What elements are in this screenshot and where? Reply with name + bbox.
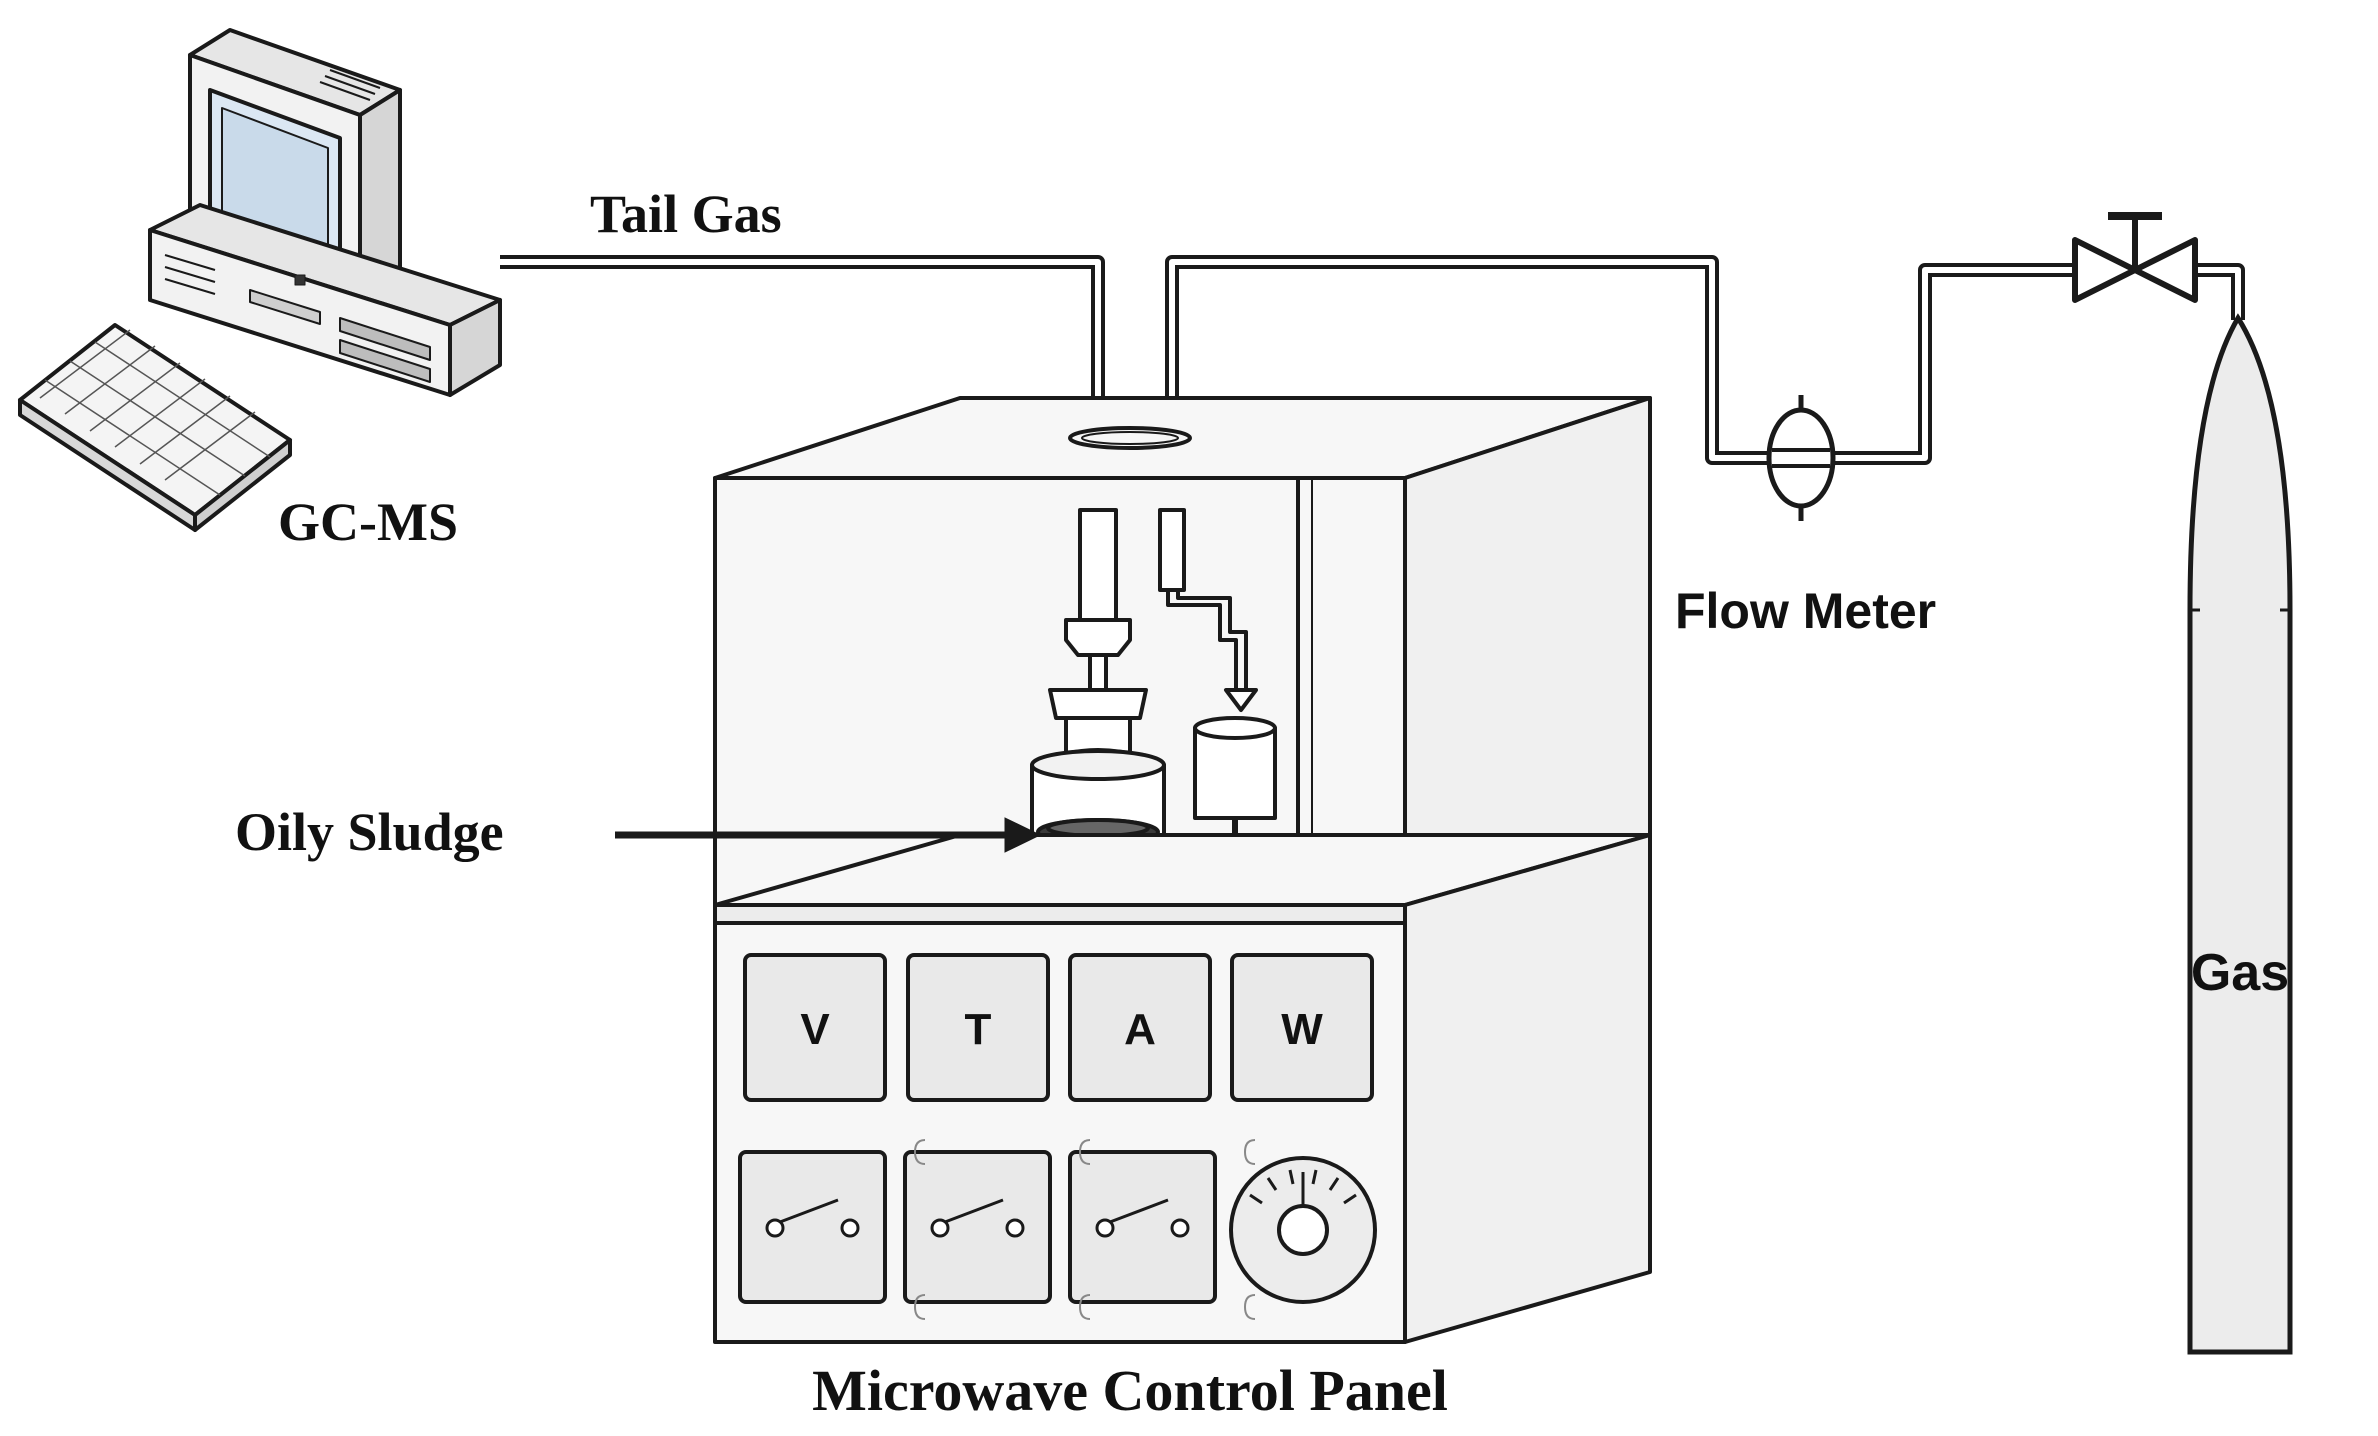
gc-ms-label: GC-MS xyxy=(278,492,458,552)
meter-label: W xyxy=(1281,1005,1323,1054)
switch-panel-3 xyxy=(1068,1150,1217,1304)
oily-sludge-arrow xyxy=(615,817,1042,853)
flow-meter-label: Flow Meter xyxy=(1675,583,1936,639)
valve-icon xyxy=(2072,212,2198,303)
gas-label: Gas xyxy=(2191,944,2289,1002)
microwave-oven xyxy=(713,396,1652,907)
meter-w xyxy=(1230,953,1374,1102)
gas-cylinder-icon xyxy=(2187,313,2293,1355)
computer-icon xyxy=(148,28,502,397)
keyboard-icon xyxy=(18,323,292,532)
switch-icon xyxy=(765,1198,1190,1238)
meter-labels: V T A W xyxy=(800,1005,1323,1054)
switch-row xyxy=(738,1150,1217,1304)
meter-label: A xyxy=(1124,1005,1156,1054)
meter-row xyxy=(743,953,1374,1102)
microwave-control-panel-label: Microwave Control Panel xyxy=(812,1358,1448,1423)
meter-t xyxy=(906,953,1050,1102)
switch-panel-2 xyxy=(903,1150,1052,1304)
meter-label: V xyxy=(800,1005,830,1054)
flow-meter-icon xyxy=(1766,395,1836,521)
meter-a xyxy=(1068,953,1212,1102)
dial-knob-icon xyxy=(1229,1156,1377,1304)
oily-sludge-label: Oily Sludge xyxy=(235,802,504,862)
panel-clips xyxy=(913,1139,1256,1320)
meter-label: T xyxy=(965,1005,992,1054)
meter-v xyxy=(743,953,887,1102)
tail-gas-label: Tail Gas xyxy=(590,184,782,244)
inlet-gas-line xyxy=(1165,255,2245,525)
switch-panel-1 xyxy=(738,1150,887,1304)
